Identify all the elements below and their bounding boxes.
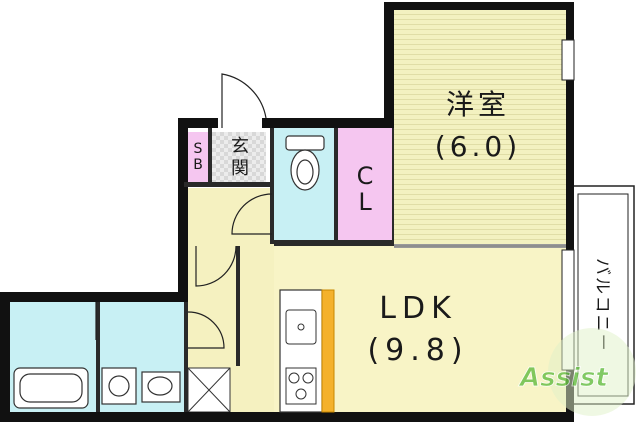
svg-text:Assist: Assist	[518, 363, 609, 393]
sink-icon	[285, 309, 317, 345]
washing-machine-icon	[101, 367, 137, 405]
ldk-size: (9.8)	[367, 333, 468, 368]
ldk-name: LDK	[379, 291, 457, 326]
bathtub-icon	[13, 367, 89, 409]
kitchen-strip	[321, 289, 335, 413]
entrance-floor	[212, 132, 266, 182]
closet-label-c: C	[357, 162, 374, 190]
assist-logo: Assist	[518, 328, 636, 416]
shoe-box-label-b: B	[193, 157, 203, 173]
entrance-label-1: 玄	[231, 136, 249, 157]
toilet-fixture	[285, 135, 325, 191]
entrance-label-2: 関	[231, 158, 249, 179]
western-room-name: 洋室	[446, 88, 510, 121]
stove-icon	[285, 367, 317, 405]
western-room-size: (6.0)	[435, 130, 521, 163]
closet-floor	[338, 128, 392, 240]
outer-walls	[0, 2, 574, 422]
closet-label-l: L	[358, 188, 372, 216]
wash-basin-icon	[141, 371, 181, 403]
shoe-box-label-s: S	[194, 141, 203, 157]
western-room-floor	[394, 10, 566, 246]
shoe-box-floor	[188, 132, 208, 182]
doors	[95, 73, 566, 349]
